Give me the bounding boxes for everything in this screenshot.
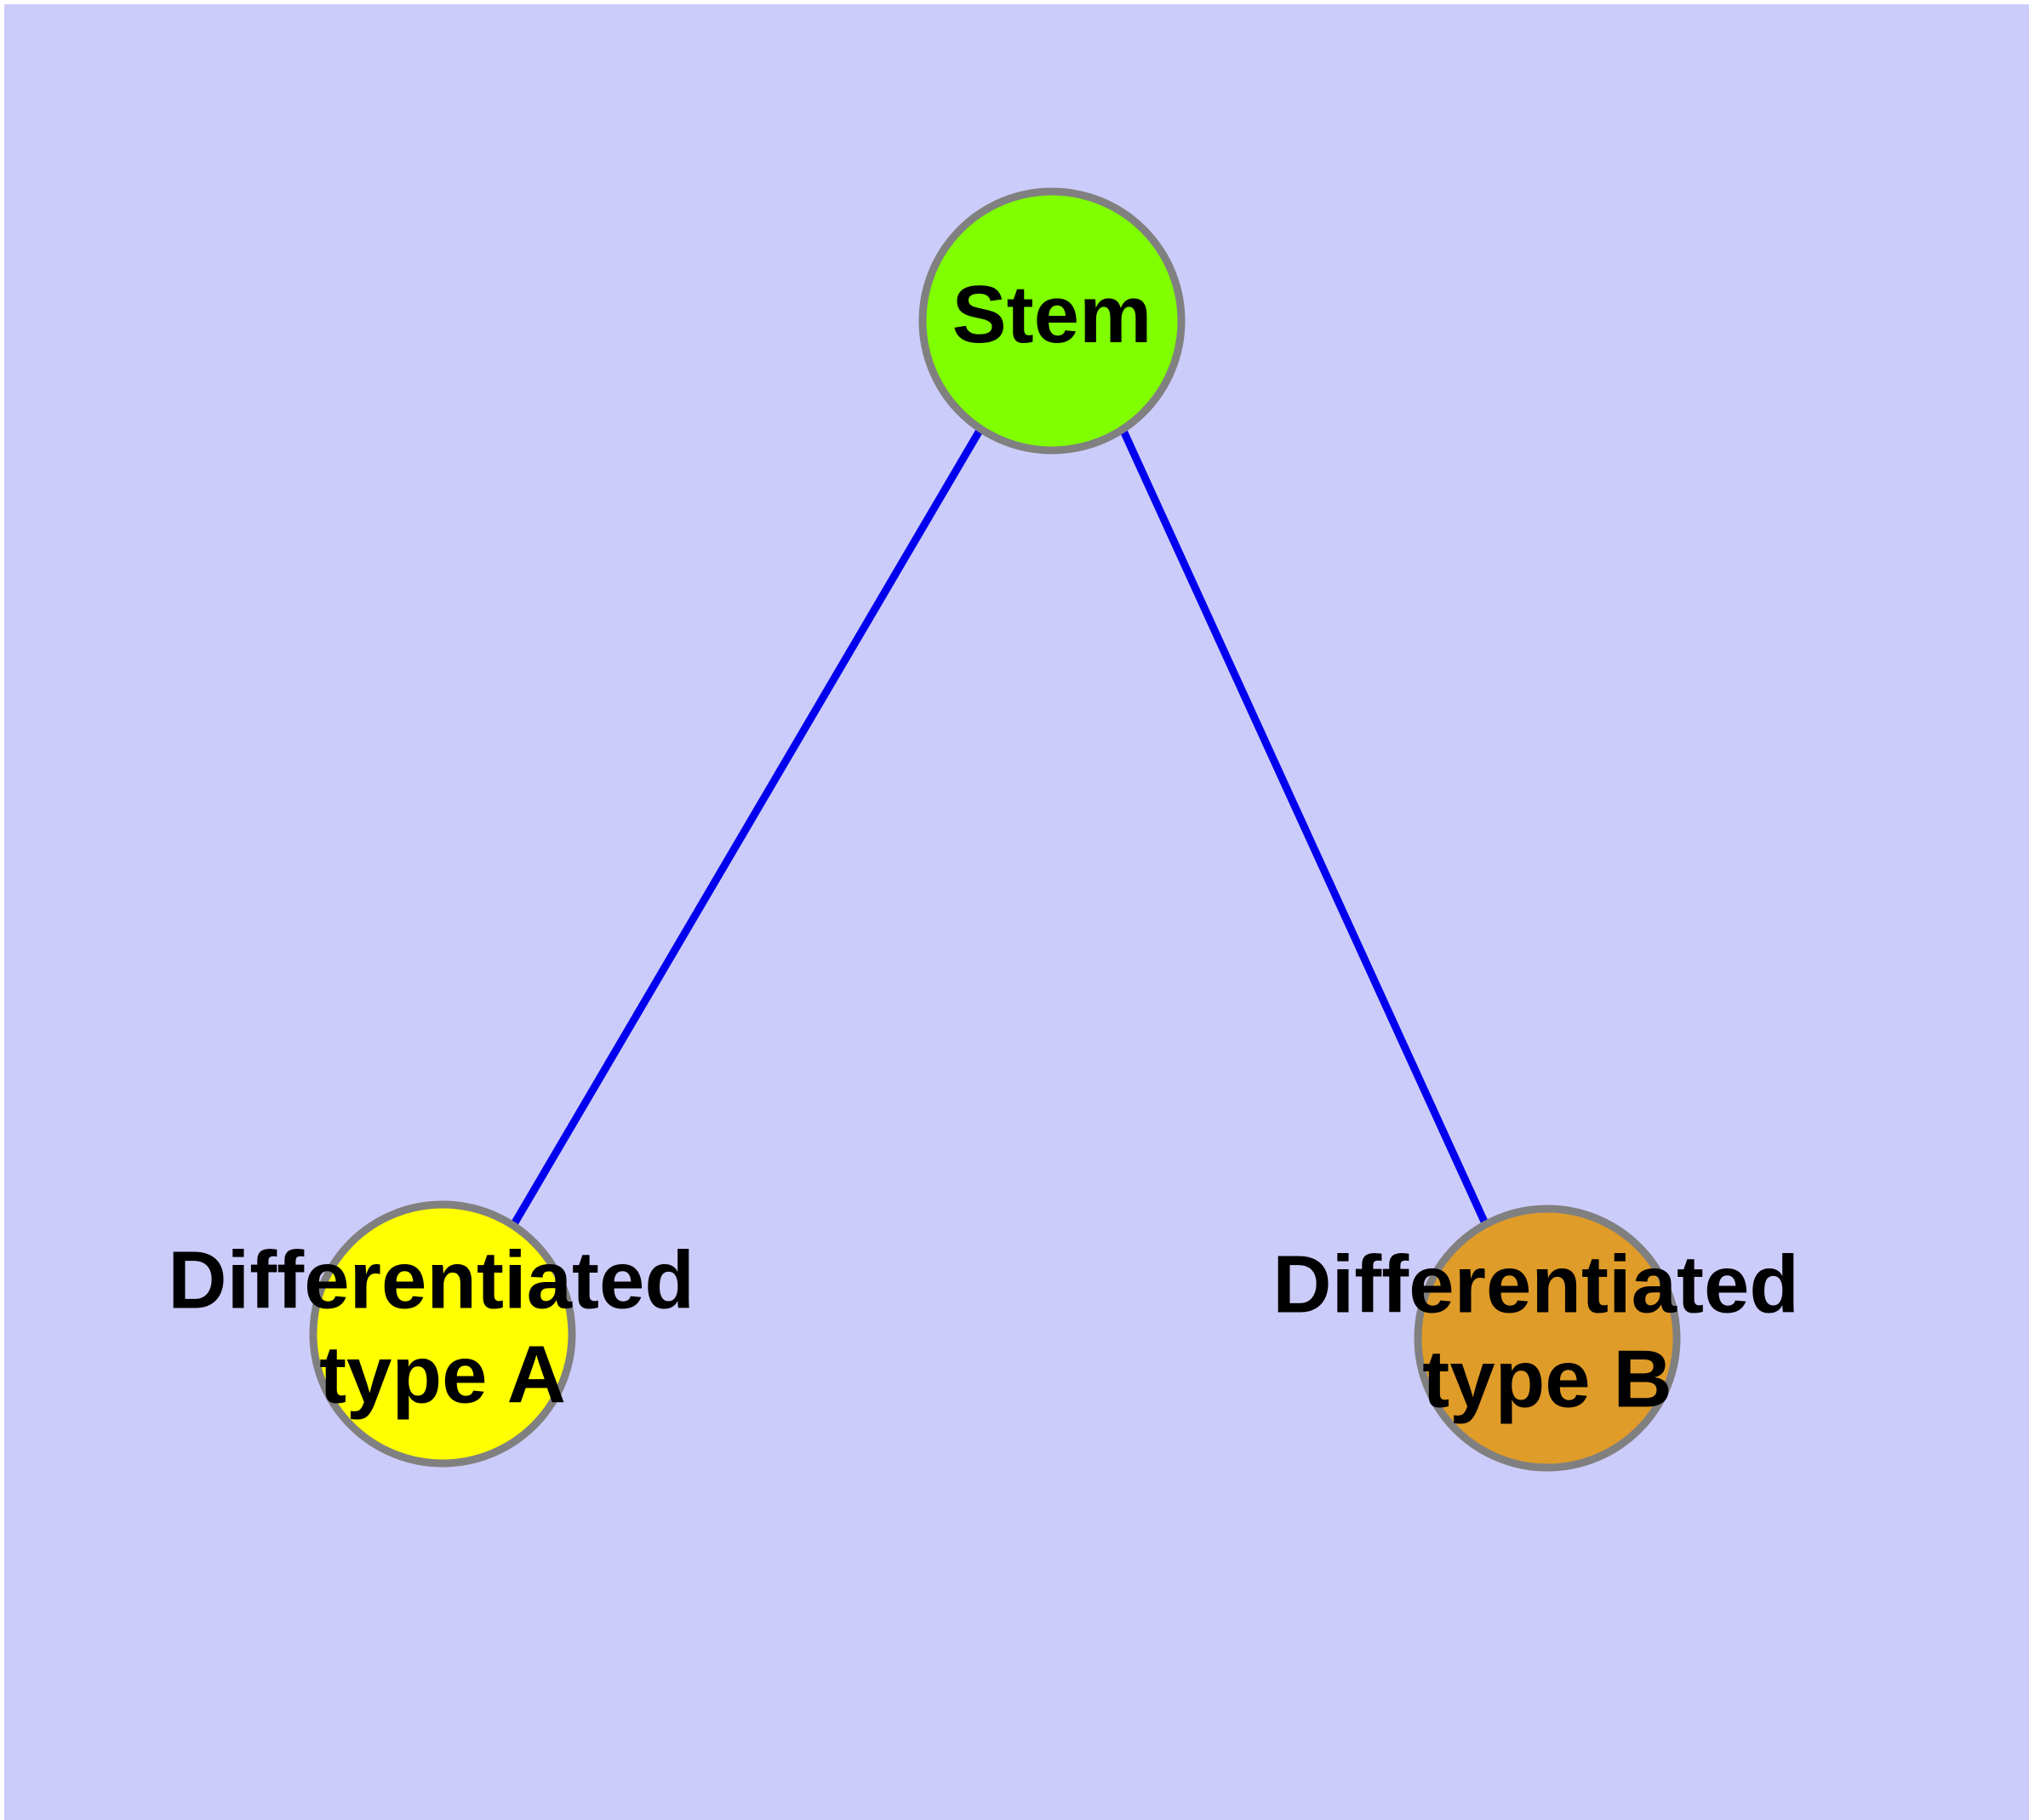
node-differentiated-type-b-label-line-1: Differentiated bbox=[1272, 1239, 1799, 1331]
node-stem[interactable] bbox=[918, 187, 1186, 455]
node-differentiated-type-b-label-line-2: type B bbox=[1422, 1334, 1672, 1425]
node-stem-circle[interactable] bbox=[918, 187, 1186, 455]
node-differentiated-type-a-circle[interactable] bbox=[309, 1200, 576, 1468]
label-layer: Stem Differentiated type A Differentiate… bbox=[168, 269, 1821, 1425]
node-differentiated-type-a-label: Differentiated type A bbox=[168, 1235, 717, 1421]
node-differentiated-type-a-label-line-1: Differentiated bbox=[168, 1235, 694, 1326]
node-differentiated-type-a-label-line-2: type A bbox=[319, 1330, 566, 1421]
node-differentiated-type-b-label: Differentiated type B bbox=[1272, 1239, 1821, 1425]
node-layer bbox=[309, 187, 1681, 1472]
node-differentiated-type-b-circle[interactable] bbox=[1414, 1205, 1681, 1472]
node-stem-label-line-1: Stem bbox=[952, 269, 1152, 360]
node-differentiated-type-a[interactable] bbox=[309, 1200, 576, 1468]
edge-stem-to-diff-b bbox=[1119, 429, 1489, 1223]
node-differentiated-type-b[interactable] bbox=[1414, 1205, 1681, 1472]
edge-stem-to-diff-a bbox=[511, 426, 984, 1227]
edge-layer bbox=[511, 426, 1489, 1227]
node-stem-label: Stem bbox=[952, 269, 1152, 360]
